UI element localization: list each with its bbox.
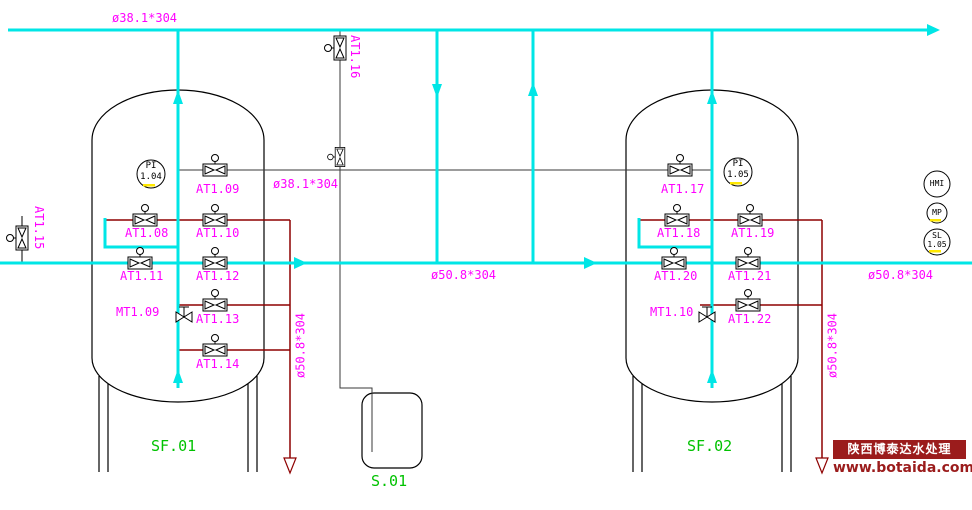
pipe-elbow-sf01 bbox=[103, 218, 178, 249]
valve-AT1.22 bbox=[735, 289, 761, 312]
pipe-label-main-header: ø50.8*304 bbox=[431, 268, 497, 282]
instrument-line-38mm bbox=[178, 30, 712, 452]
instrument-num-PI-1.05: 1.05 bbox=[727, 170, 749, 180]
instrument-circle-HMI bbox=[923, 170, 951, 198]
valve-tag-AT1.13: AT1.13 bbox=[196, 312, 240, 326]
drain-arrow-left bbox=[283, 457, 297, 475]
instrument-circle-SL-1.05 bbox=[923, 228, 951, 256]
instrument-tag-HMI: HMI bbox=[929, 179, 945, 188]
valve-AT1.17 bbox=[667, 154, 693, 177]
watermark-url: www.botaida.com bbox=[833, 460, 972, 476]
valve-AT1.08 bbox=[132, 204, 158, 227]
valve-small-38mm bbox=[327, 146, 346, 168]
pipe-label-drain-right: ø50.8*304 bbox=[825, 312, 840, 379]
instrument-tag-PI-1.04: PI bbox=[145, 161, 157, 171]
instrument-circle-PI-1.04 bbox=[136, 159, 166, 189]
flow-arrow-down bbox=[432, 84, 442, 98]
valve-tag-AT1.17: AT1.17 bbox=[661, 182, 705, 196]
valve-tag-AT1.12: AT1.12 bbox=[196, 269, 240, 283]
flow-arrow-right bbox=[927, 24, 940, 36]
instrument-tag-MP: MP bbox=[932, 208, 942, 217]
valve-tag-AT1.15: AT1.15 bbox=[32, 206, 46, 250]
valve-tag-AT1.08: AT1.08 bbox=[125, 226, 169, 240]
valve-AT1.11 bbox=[127, 247, 153, 270]
valve-AT1.10 bbox=[202, 204, 228, 227]
valve-tag-AT1.09: AT1.09 bbox=[196, 182, 240, 196]
valve-tag-AT1.16: AT1.16 bbox=[348, 35, 362, 79]
grip-mark bbox=[929, 250, 941, 253]
valve-AT1.19 bbox=[737, 204, 763, 227]
flow-arrow-up bbox=[528, 82, 538, 96]
watermark-banner: 陕西博泰达水处理 bbox=[833, 440, 966, 459]
instrument-num-SL: 1.05 bbox=[927, 240, 947, 249]
instrument-tag-PI-1.05: PI bbox=[732, 159, 744, 169]
flow-arrow-right bbox=[294, 257, 307, 269]
instrument-circle-MP bbox=[926, 202, 948, 224]
drain-arrow-right bbox=[815, 457, 829, 475]
equipment-tag-S01: S.01 bbox=[371, 472, 408, 490]
valve-tag-MT1.09: MT1.09 bbox=[116, 305, 160, 319]
valve-tag-AT1.10: AT1.10 bbox=[196, 226, 240, 240]
valve-tag-AT1.14: AT1.14 bbox=[196, 357, 240, 371]
valve-tag-AT1.18: AT1.18 bbox=[657, 226, 701, 240]
pipe-label-main-header-right: ø50.8*304 bbox=[868, 268, 934, 282]
grip-mark bbox=[930, 219, 941, 222]
flow-arrow-up bbox=[707, 369, 717, 383]
process-piping bbox=[0, 28, 972, 388]
valve-tag-AT1.20: AT1.20 bbox=[654, 269, 698, 283]
instrument-tag-SL: SL bbox=[932, 231, 942, 240]
valve-AT1.20 bbox=[661, 247, 687, 270]
pipe-label-instrument-line: ø38.1*304 bbox=[273, 177, 339, 191]
valve-AT1.16 bbox=[324, 35, 347, 61]
valve-tag-AT1.19: AT1.19 bbox=[731, 226, 775, 240]
valve-AT1.13 bbox=[202, 289, 228, 312]
flow-arrow-up bbox=[707, 90, 717, 104]
valve-AT1.18 bbox=[664, 204, 690, 227]
flow-arrows bbox=[173, 24, 940, 383]
valve-AT1.12 bbox=[202, 247, 228, 270]
pipe-label-top-header: ø38.1*304 bbox=[112, 11, 178, 25]
flow-arrow-right bbox=[584, 257, 597, 269]
valve-tag-AT1.11: AT1.11 bbox=[120, 269, 164, 283]
valve-AT1.09 bbox=[202, 154, 228, 177]
pipe-elbow-sf02 bbox=[637, 218, 712, 249]
valve-AT1.14 bbox=[202, 334, 228, 357]
valve-tag-AT1.22: AT1.22 bbox=[728, 312, 772, 326]
grip-marks bbox=[143, 182, 941, 253]
vessel-sf02-legs bbox=[632, 376, 792, 472]
valve-AT1.21 bbox=[735, 247, 761, 270]
valve-tag-AT1.21: AT1.21 bbox=[728, 269, 772, 283]
instrument-circles bbox=[136, 157, 951, 256]
vessel-sf01-legs bbox=[98, 376, 258, 472]
equipment-tag-SF02: SF.02 bbox=[687, 437, 733, 455]
equipment-tag-SF01: SF.01 bbox=[151, 437, 197, 455]
drain-piping-right bbox=[639, 219, 823, 458]
tank-s01-outline bbox=[361, 392, 423, 469]
instrument-circle-PI-1.05 bbox=[723, 157, 753, 187]
pipe-label-drain-left: ø50.8*304 bbox=[293, 312, 308, 379]
valve-AT1.15 bbox=[6, 225, 29, 251]
grip-mark bbox=[143, 184, 155, 187]
instrument-num-PI-1.04: 1.04 bbox=[140, 172, 162, 182]
flow-arrow-up bbox=[173, 369, 183, 383]
valve-tag-MT1.10: MT1.10 bbox=[650, 305, 694, 319]
drain-piping-left bbox=[105, 219, 291, 458]
flow-arrow-up bbox=[173, 90, 183, 104]
grip-mark bbox=[730, 182, 742, 185]
